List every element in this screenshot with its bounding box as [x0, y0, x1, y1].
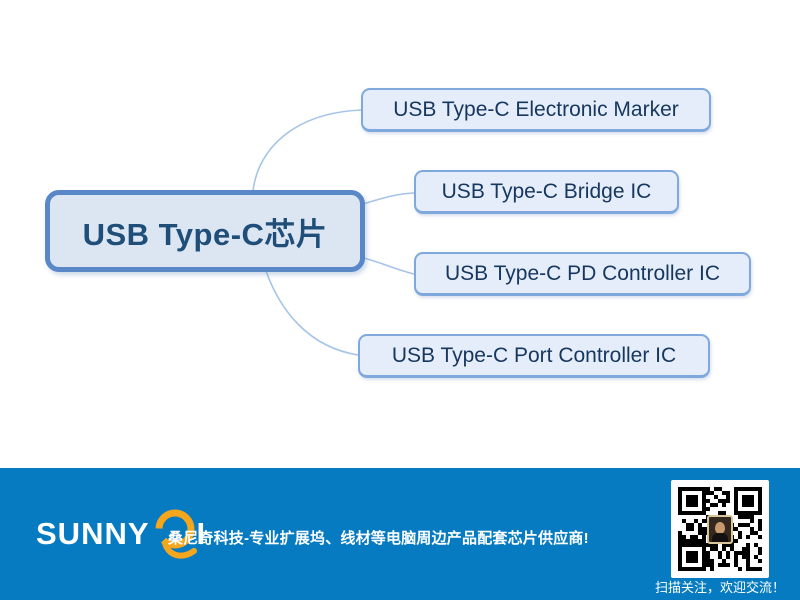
root-node-usb-type-c-chip[interactable]: USB Type-C芯片 — [45, 190, 365, 272]
connector-branch-4 — [265, 270, 359, 356]
footer-banner — [0, 468, 800, 600]
logo-q-icon — [155, 509, 197, 559]
footer-tagline: 桑尼奇科技-专业扩展坞、线材等电脑周边产品配套芯片供应商! — [168, 530, 589, 547]
qr-caption: 扫描关注，欢迎交流！ — [654, 580, 785, 595]
qr-photo-body — [712, 533, 728, 542]
logo-text-i: I — [196, 516, 207, 551]
branch-node-bridge-ic[interactable]: USB Type-C Bridge IC — [414, 170, 679, 214]
qr-center-photo — [707, 515, 733, 544]
logo-text-sunny: SUNNY — [36, 516, 150, 551]
branch-node-port-controller-ic[interactable]: USB Type-C Port Controller IC — [358, 334, 710, 378]
company-logo: SUNNY I — [36, 500, 206, 568]
connector-branch-1 — [252, 109, 362, 192]
qr-modules — [678, 487, 762, 571]
branch-node-pd-controller-ic[interactable]: USB Type-C PD Controller IC — [414, 252, 751, 296]
mindmap-canvas: USB Type-C芯片 USB Type-C Electronic Marke… — [45, 88, 751, 378]
branch-node-electronic-marker[interactable]: USB Type-C Electronic Marker — [361, 88, 711, 132]
qr-photo-face — [715, 522, 725, 534]
qr-code — [671, 480, 769, 578]
